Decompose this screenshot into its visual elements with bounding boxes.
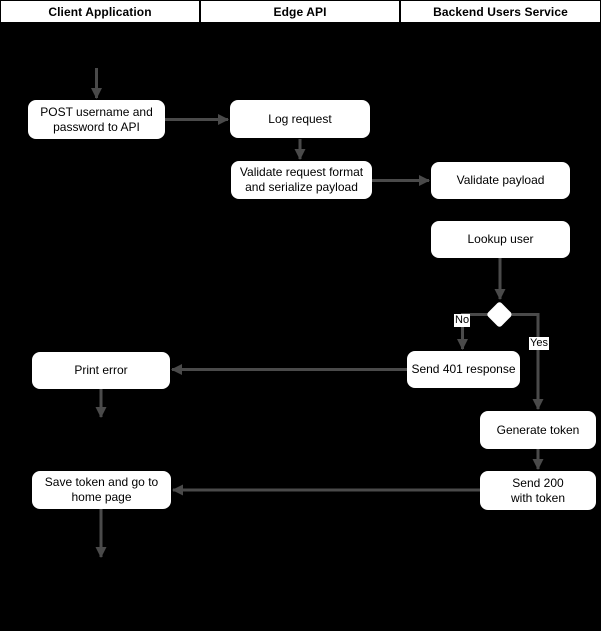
node-print-error: Print error — [32, 352, 170, 389]
lane-header-edge-api: Edge API — [200, 0, 400, 23]
branch-label-no: No — [454, 314, 471, 327]
node-post-credentials: POST username and password to API — [28, 100, 165, 139]
swimlane-header: Client Application Edge API Backend User… — [0, 0, 601, 23]
node-send-401-response: Send 401 response — [407, 351, 520, 388]
node-lookup-user: Lookup user — [431, 221, 570, 258]
node-generate-token: Generate token — [480, 411, 596, 449]
arrow-decision-yes-to-generate-token — [512, 313, 544, 410]
node-validate-request-format: Validate request format and serialize pa… — [231, 161, 372, 199]
node-validate-payload: Validate payload — [431, 162, 570, 199]
branch-label-yes: Yes — [529, 337, 549, 350]
lane-header-client-application: Client Application — [0, 0, 200, 23]
node-send-200-with-token: Send 200 with token — [480, 471, 596, 510]
node-save-token: Save token and go to home page — [32, 471, 171, 509]
lane-header-backend-users-service: Backend Users Service — [400, 0, 601, 23]
node-log-request: Log request — [230, 100, 370, 138]
